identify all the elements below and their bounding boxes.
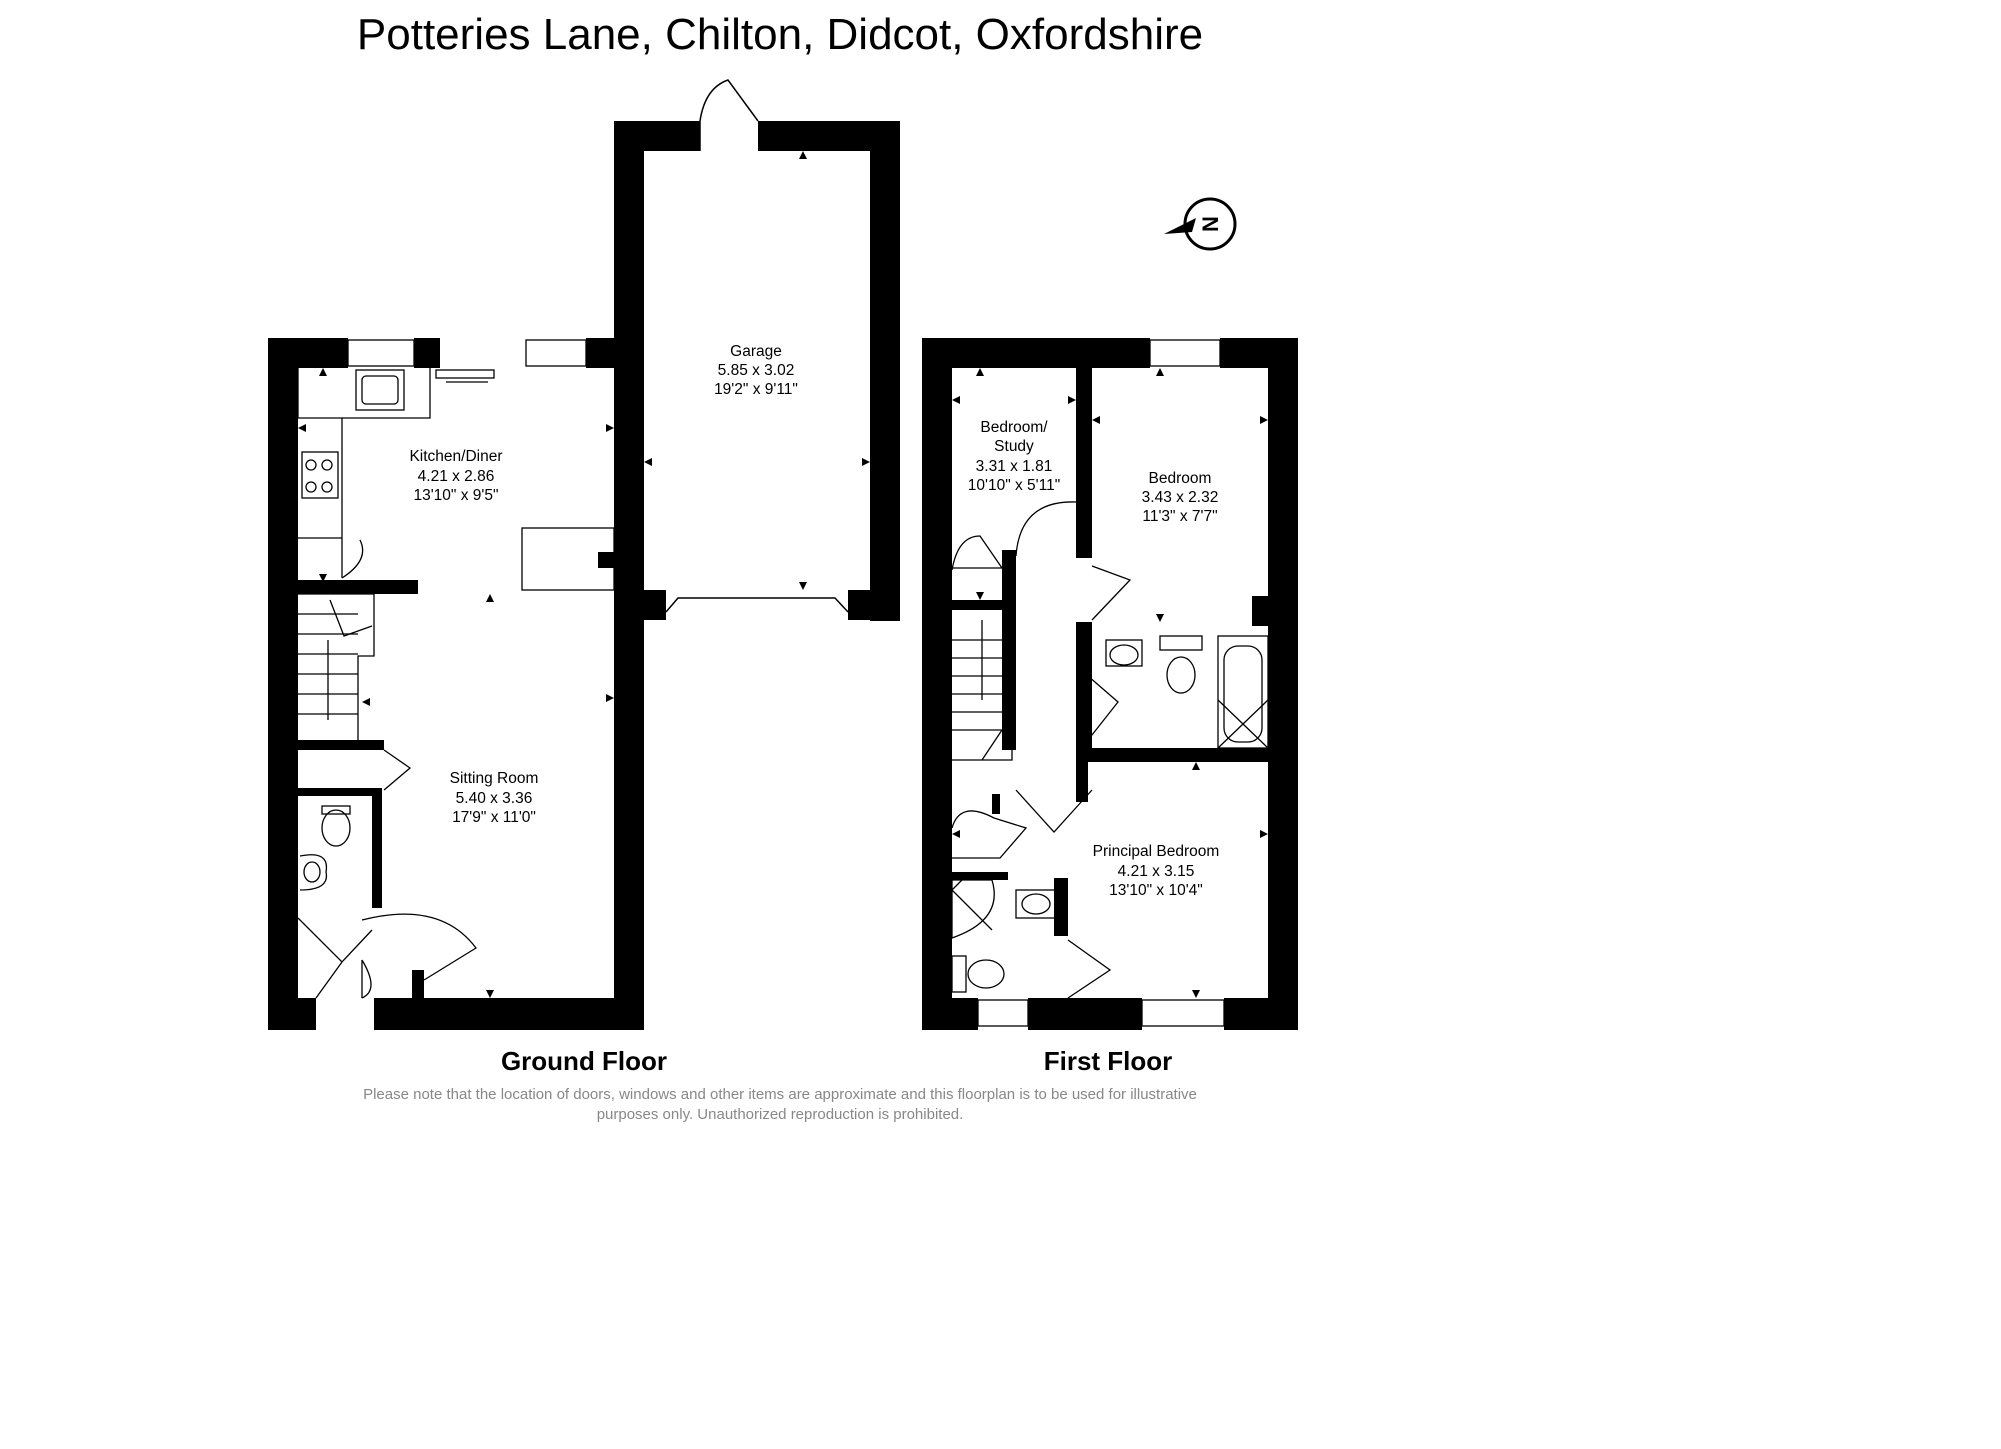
study-name-line2: Study (994, 438, 1034, 455)
kitchen-imperial: 13'10" x 9'5" (413, 487, 498, 504)
garage-imperial: 19'2" x 9'11" (714, 381, 798, 398)
compass-icon: N (1164, 197, 1237, 251)
garage-name: Garage (730, 343, 782, 360)
first-floor-arrows (952, 368, 1268, 998)
sitting-room-metric: 5.40 x 3.36 (456, 790, 533, 807)
ground-floor-fixtures (297, 339, 615, 999)
kitchen-name: Kitchen/Diner (409, 448, 502, 465)
bedroom-imperial: 11'3" x 7'7" (1142, 508, 1217, 525)
garage-door-window (665, 79, 849, 613)
kitchen-metric: 4.21 x 2.86 (418, 468, 495, 485)
compass-letter: N (1198, 216, 1223, 232)
bedroom-metric: 3.43 x 2.32 (1142, 489, 1219, 506)
first-floor-plan (922, 338, 1298, 1030)
garage-walls (614, 121, 900, 621)
ground-floor-label: Ground Floor (501, 1046, 667, 1076)
disclaimer: Please note that the location of doors, … (280, 1085, 1280, 1125)
sitting-room-imperial: 17'9" x 11'0" (452, 809, 536, 826)
ground-floor-arrows (298, 151, 870, 998)
study-imperial: 10'10" x 5'11" (968, 477, 1060, 494)
bedroom-name: Bedroom (1149, 470, 1212, 487)
principal-bedroom-imperial: 13'10" x 10'4" (1109, 882, 1203, 899)
principal-bedroom-metric: 4.21 x 3.15 (1118, 863, 1195, 880)
garage-metric: 5.85 x 3.02 (718, 362, 795, 379)
floorplan: Garage 5.85 x 3.02 19'2" x 9'11" Kitchen… (268, 79, 1298, 1076)
disclaimer-line-2: purposes only. Unauthorized reproduction… (596, 1106, 964, 1123)
sitting-room-name: Sitting Room (450, 770, 539, 787)
study-metric: 3.31 x 1.81 (976, 458, 1053, 475)
page-title: Potteries Lane, Chilton, Didcot, Oxfords… (356, 10, 1204, 59)
ground-floor-walls (268, 338, 644, 1030)
first-floor-fixtures (951, 339, 1269, 1027)
study-name-line1: Bedroom/ (980, 419, 1048, 436)
first-floor-walls (922, 338, 1298, 1030)
ground-floor-plan (268, 79, 900, 1030)
first-floor-label: First Floor (1044, 1046, 1173, 1076)
disclaimer-line-1: Please note that the location of doors, … (363, 1086, 1197, 1103)
principal-bedroom-name: Principal Bedroom (1093, 843, 1220, 860)
